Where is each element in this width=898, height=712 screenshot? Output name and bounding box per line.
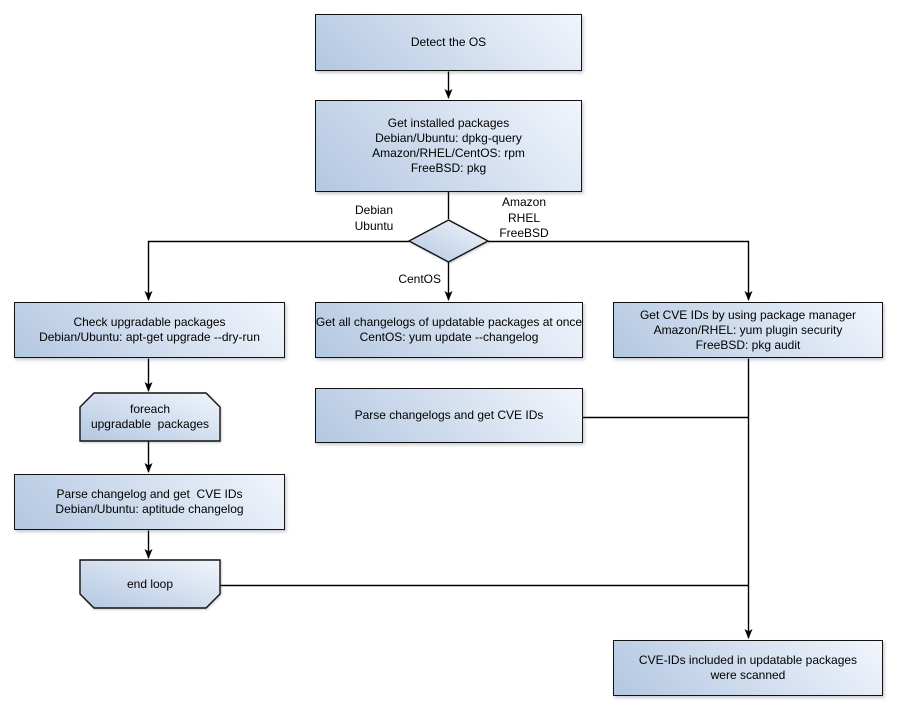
edge-label-line: Amazon <box>501 195 547 209</box>
node-text-line: Get CVE IDs by using package manager <box>639 307 857 322</box>
node-parse-changelogs-centos: Parse changelogs and get CVE IDs <box>315 388 583 443</box>
node-text-line: Get all changelogs of updatable packages… <box>315 315 583 329</box>
node-text-line: Debian/Ubuntu: aptitude changelog <box>55 502 244 516</box>
node-text-line: Parse changelogs and get CVE IDs <box>354 408 544 422</box>
node-get-cve-ids-pkg-manager: Get CVE IDs by using package manager Ama… <box>613 302 883 358</box>
node-text-line: Parse changelog and get CVE IDs <box>56 487 243 501</box>
node-text-line: foreach <box>129 402 171 416</box>
node-text-line: upgradable packages <box>90 417 210 431</box>
node-get-all-changelogs: Get all changelogs of updatable packages… <box>315 302 583 358</box>
node-text-line: end loop <box>126 576 174 591</box>
node-text-line: were scanned <box>710 668 786 682</box>
edge-label-line: Debian <box>354 203 394 217</box>
edge-label-debian-ubuntu: Debian Ubuntu <box>344 203 404 234</box>
node-text-line: CVE-IDs included in updatable packages <box>638 653 858 667</box>
node-detect-os: Detect the OS <box>315 14 582 71</box>
edge-label-centos: CentOS <box>391 272 441 288</box>
node-text-line: Detect the OS <box>410 35 487 49</box>
node-check-upgradable-packages: Check upgradable packages Debian/Ubuntu:… <box>14 302 285 358</box>
foreach-loop-shape <box>79 392 221 442</box>
node-text-line: Debian/Ubuntu: dpkg-query <box>375 131 522 145</box>
node-end-loop: end loop <box>80 560 220 608</box>
edge-label-line: CentOS <box>398 272 441 286</box>
node-text-line: Debian/Ubuntu: apt-get upgrade --dry-run <box>39 330 260 344</box>
node-text-line: Amazon/RHEL: yum plugin security <box>653 322 843 337</box>
node-text-line: FreeBSD: pkg <box>410 161 487 175</box>
end-loop-shape <box>79 559 221 609</box>
edge-label-amazon-rhel-freebsd: Amazon RHEL FreeBSD <box>494 195 554 242</box>
edge-label-line: Ubuntu <box>354 218 394 233</box>
edge-decision-to-get-cve-ids <box>488 240 753 301</box>
node-scanned-result: CVE-IDs included in updatable packages w… <box>613 640 883 696</box>
edge-decision-to-check-upgradable <box>144 240 409 301</box>
node-get-installed-packages: Get installed packages Debian/Ubuntu: dp… <box>315 100 582 192</box>
node-parse-changelog-debian: Parse changelog and get CVE IDs Debian/U… <box>14 474 285 530</box>
decision-diamond-shape <box>407 219 490 263</box>
node-foreach-loop-start: foreach upgradable packages <box>80 393 220 441</box>
edge-label-line: RHEL <box>507 210 540 225</box>
node-text-line: FreeBSD: pkg audit <box>695 337 801 352</box>
node-text-line: Amazon/RHEL/CentOS: rpm <box>372 146 525 160</box>
node-text-line: Check upgradable packages <box>73 315 226 329</box>
edge-label-line: FreeBSD <box>499 226 549 240</box>
node-text-line: Get installed packages <box>387 116 510 130</box>
node-text-line: CentOS: yum update --changelog <box>359 330 539 344</box>
